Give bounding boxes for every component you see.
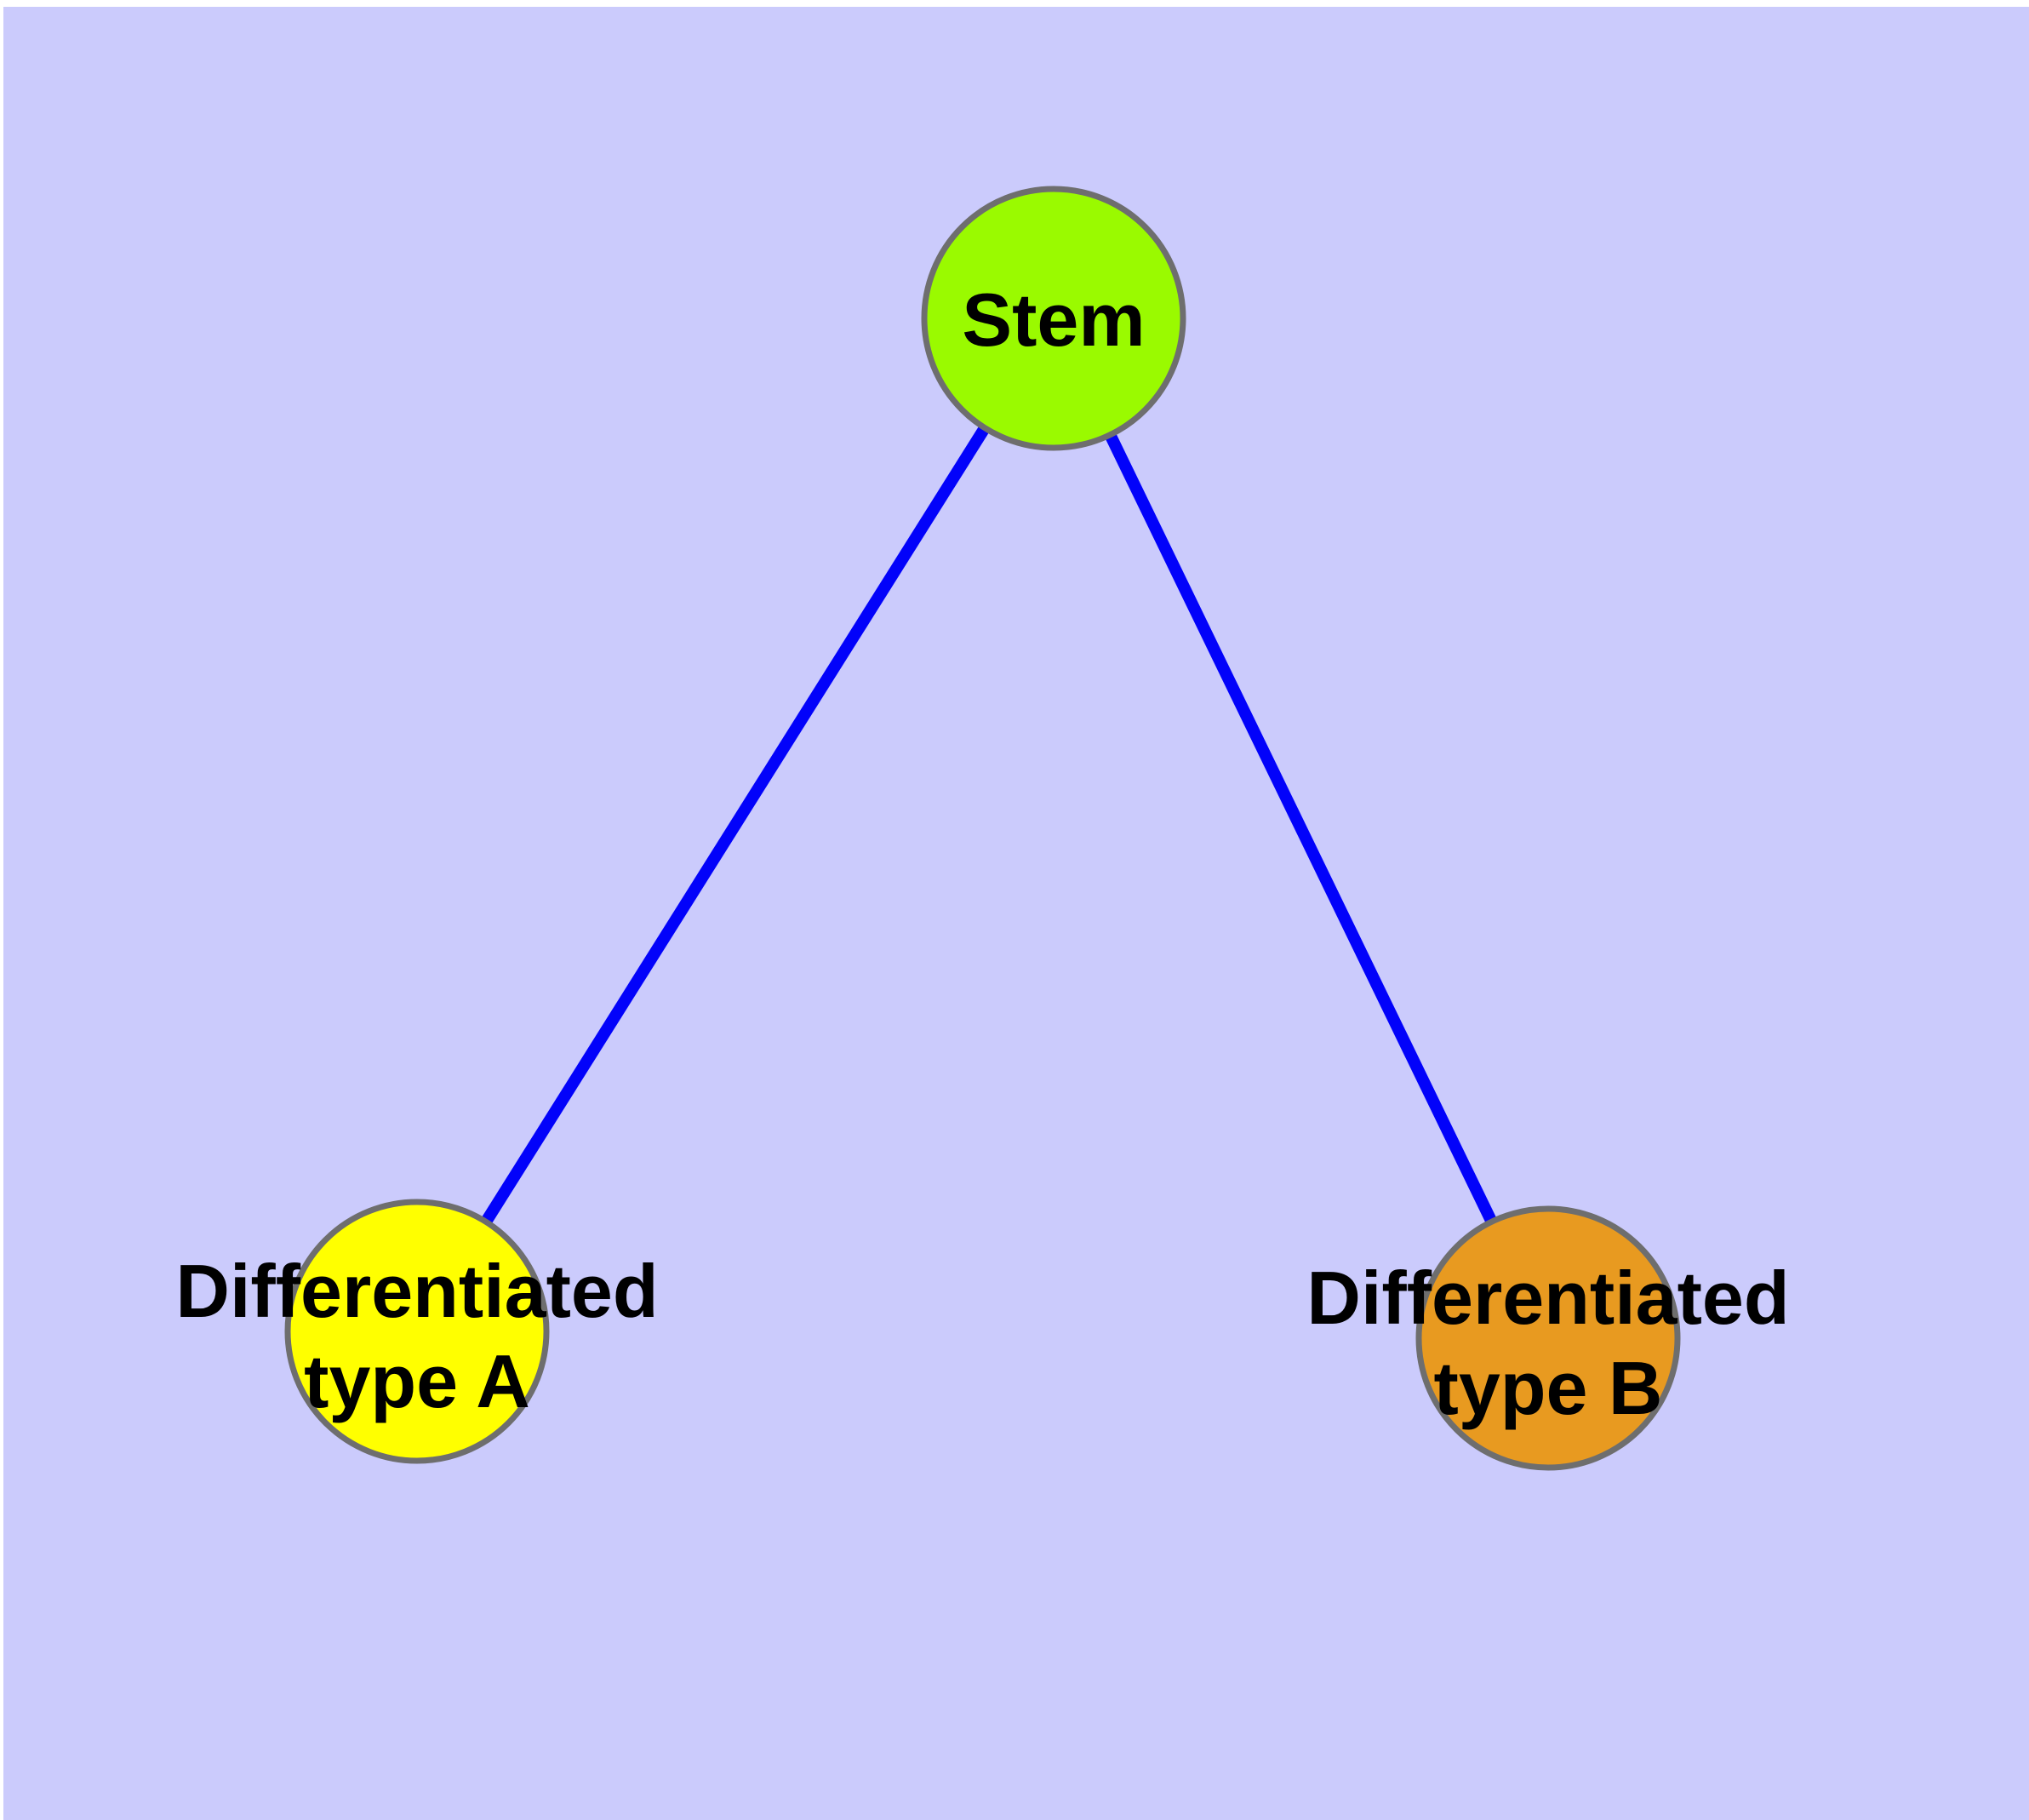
node-differentiated-type-b-circle: [1415, 1205, 1681, 1471]
edge-stem-to-type-a: [412, 315, 1059, 1335]
edge-stem-to-type-b: [1048, 315, 1554, 1342]
graph-nodes-layer: [284, 186, 1681, 1471]
node-stem-label: Stem: [962, 278, 1145, 362]
node-stem-circle: [921, 186, 1186, 451]
graph-edges-layer: [412, 315, 1554, 1342]
node-differentiated-type-a-circle: [284, 1199, 550, 1464]
